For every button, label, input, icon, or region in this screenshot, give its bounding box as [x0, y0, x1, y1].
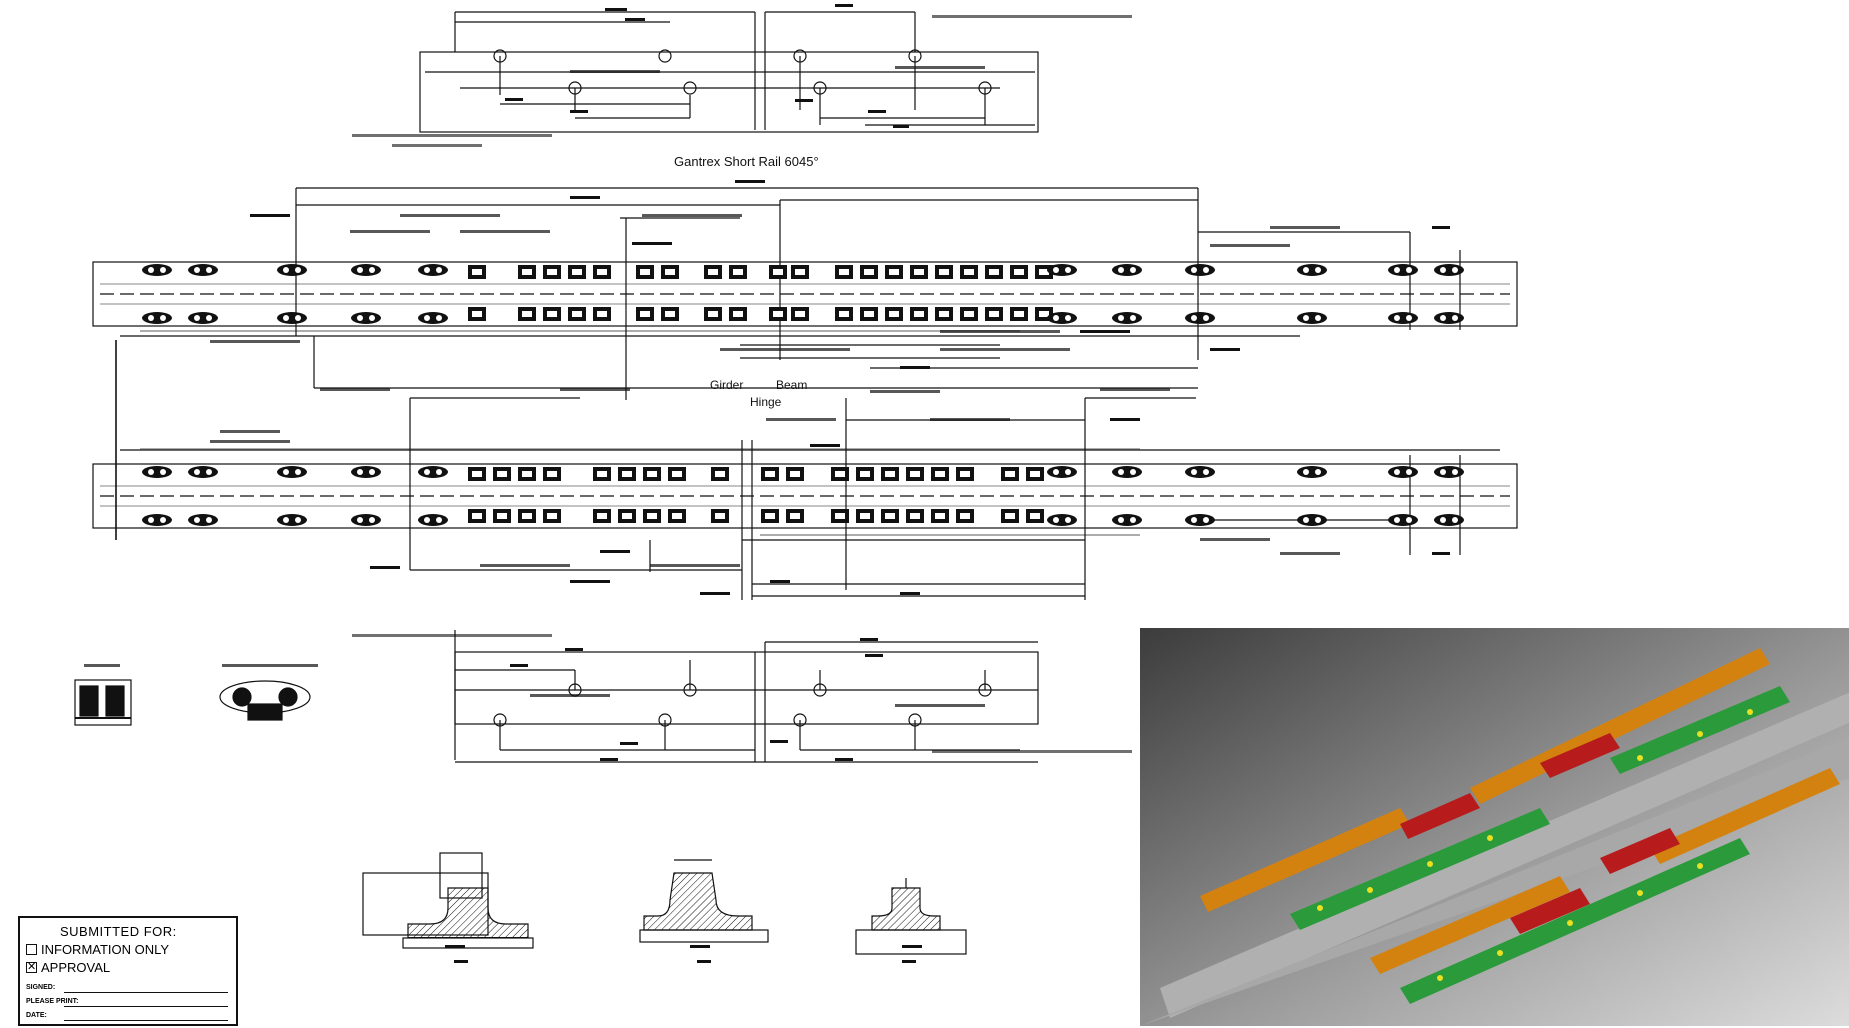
information-only-label: INFORMATION ONLY [41, 942, 170, 957]
upper-joint-callouts [352, 4, 1132, 147]
please-print-field-label: PLEASE PRINT: [26, 998, 79, 1005]
rail-cross-sections [362, 852, 967, 963]
beam-label: Beam [776, 378, 808, 392]
approval-option[interactable]: ✕ APPROVAL [26, 960, 110, 975]
lower-rail-annotations [140, 418, 1450, 595]
lower-joint-callouts [352, 634, 1132, 761]
approval-label: APPROVAL [41, 960, 111, 975]
clip-details [74, 664, 318, 726]
3d-rail-render [1140, 628, 1849, 1026]
lower-rail-plan [92, 397, 1518, 600]
lower-joint-detail [454, 630, 1039, 763]
drawing-title: Gantrex Short Rail 6045° [674, 154, 819, 169]
upper-joint-detail [419, 11, 1039, 133]
hinge-label: Hinge [750, 395, 782, 409]
please-print-line[interactable] [64, 1006, 228, 1007]
information-only-option[interactable]: INFORMATION ONLY [26, 942, 169, 957]
girder-label: Girder [710, 378, 744, 392]
approval-checkbox[interactable]: ✕ [26, 961, 37, 973]
submitted-for-heading: SUBMITTED FOR: [60, 924, 177, 939]
submitted-for-box: SUBMITTED FOR: INFORMATION ONLY ✕ APPROV… [18, 916, 238, 1026]
date-field-label: DATE: [26, 1012, 47, 1019]
date-line[interactable] [64, 1020, 228, 1021]
upper-rail-annotations [140, 180, 1450, 393]
signed-line[interactable] [64, 992, 228, 993]
signed-field-label: SIGNED: [26, 984, 56, 991]
render-rail-front [1140, 738, 1849, 1026]
render-rail-back [1160, 648, 1849, 1018]
upper-rail-plan [92, 187, 1518, 540]
information-checkbox[interactable] [26, 944, 37, 955]
render-bolts [1317, 709, 1753, 981]
